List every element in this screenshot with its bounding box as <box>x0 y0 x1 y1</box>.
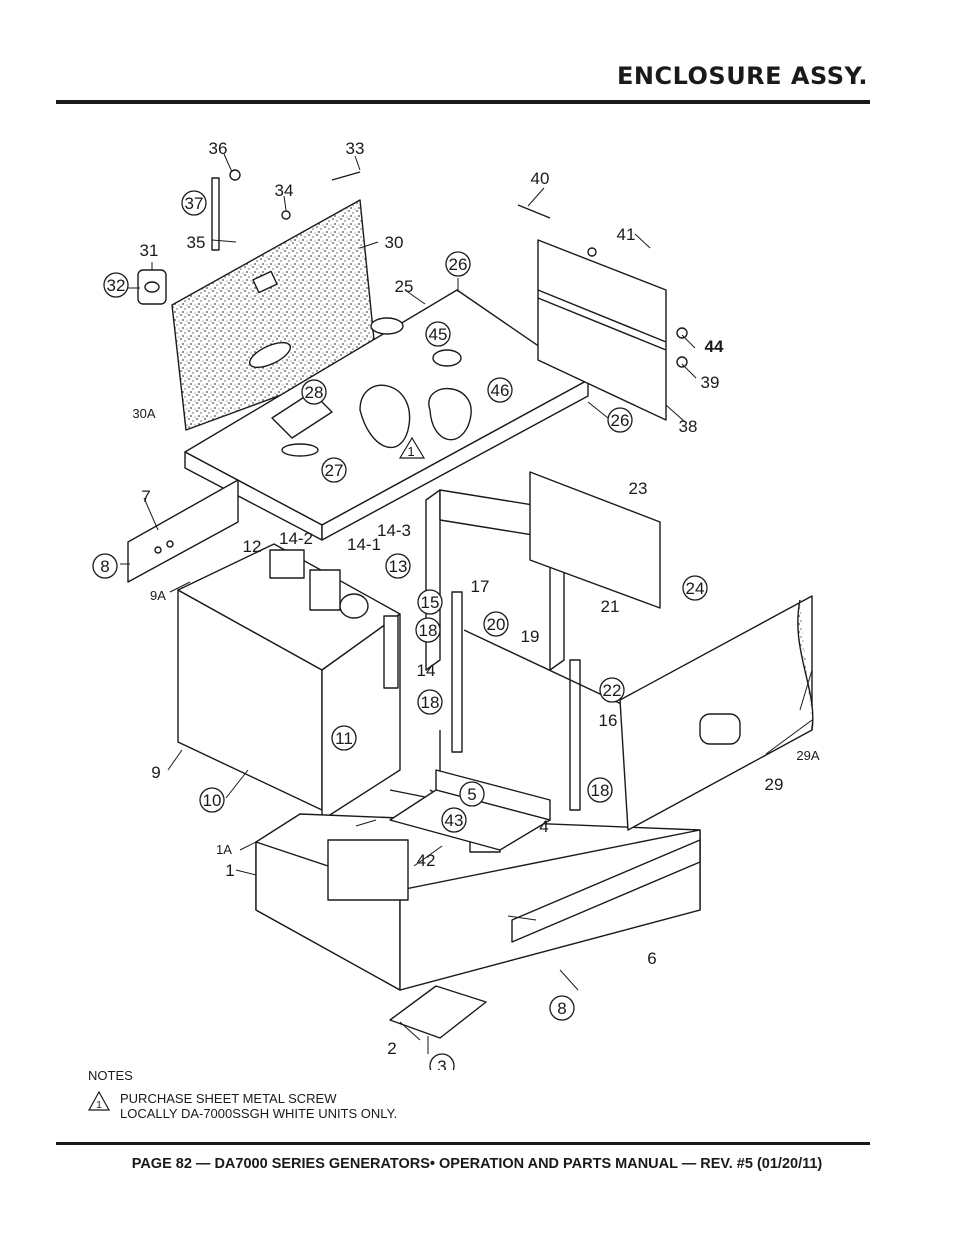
note-line: LOCALLY DA-7000SSGH WHITE UNITS ONLY. <box>120 1106 398 1121</box>
callout-label: 37 <box>185 194 204 213</box>
callout-label: 18 <box>591 781 610 800</box>
callout-label: 31 <box>140 241 159 260</box>
callout-label: 38 <box>679 417 698 436</box>
callout-label: 29 <box>765 775 784 794</box>
callout-label: 14-3 <box>377 521 411 540</box>
footer-divider <box>56 1142 870 1145</box>
callout-label: 14 <box>417 661 436 680</box>
callout-label: 12 <box>243 537 262 556</box>
callout-label: 24 <box>686 579 705 598</box>
callout-label: 26 <box>611 411 630 430</box>
callout-label: 8 <box>557 999 566 1018</box>
callout-label: 43 <box>445 811 464 830</box>
base-cover-plate <box>389 985 487 1039</box>
callout-label: 4 <box>539 817 548 836</box>
callout-label: 3 <box>437 1057 446 1070</box>
callout-label: 18 <box>419 621 438 640</box>
callout-label: 17 <box>471 577 490 596</box>
callout-label: 7 <box>141 487 150 506</box>
callout-label: 33 <box>346 139 365 158</box>
callout-label: 1A <box>216 842 232 857</box>
callout-label: 9 <box>151 763 160 782</box>
callout-label: 11 <box>335 729 353 748</box>
callout-label: 1 <box>225 861 234 880</box>
callout-label: 20 <box>487 615 506 634</box>
callout-label: 36 <box>209 139 228 158</box>
note-line: PURCHASE SHEET METAL SCREW <box>120 1091 337 1106</box>
callout-label: 16 <box>599 711 618 730</box>
callout-label: 6 <box>647 949 656 968</box>
callout-label: 44 <box>705 337 724 356</box>
callout-label: 14-2 <box>279 529 313 548</box>
callout-label: 5 <box>467 785 476 804</box>
side-door <box>619 595 813 831</box>
note-marker: 1 <box>96 1100 102 1111</box>
callout-label: 32 <box>107 276 126 295</box>
callout-label: 13 <box>389 557 408 576</box>
callout-label: 34 <box>275 181 294 200</box>
callout-label: 15 <box>421 593 440 612</box>
callout-label: 22 <box>603 681 622 700</box>
callout-label: 2 <box>387 1039 396 1058</box>
callout-label: 30 <box>385 233 404 252</box>
callout-label: 41 <box>617 225 636 244</box>
callout-label: 46 <box>491 381 510 400</box>
callout-label: 8 <box>100 557 109 576</box>
notes-section: NOTES 1 PURCHASE SHEET METAL SCREW LOCAL… <box>88 1068 688 1121</box>
callout-label: 30A <box>132 406 155 421</box>
rear-door-panel <box>537 239 667 421</box>
callout-label: 42 <box>417 851 436 870</box>
header-divider <box>56 100 870 104</box>
note-item: 1 PURCHASE SHEET METAL SCREW LOCALLY DA-… <box>88 1091 688 1121</box>
callout-label: 23 <box>629 479 648 498</box>
callout-label: 39 <box>701 373 720 392</box>
callout-label: 28 <box>305 383 324 402</box>
side-panel <box>529 471 661 609</box>
front-control-panel <box>127 479 239 583</box>
callout-label: 40 <box>531 169 550 188</box>
callout-label: 29A <box>796 748 819 763</box>
enclosure-exploded-diagram: 36 33 34 37 35 30 31 32 26 25 45 46 26 2… <box>60 130 880 1070</box>
callout-label: 45 <box>429 325 448 344</box>
callout-label: 9A <box>150 588 166 603</box>
warning-triangle-icon: 1 <box>88 1091 110 1111</box>
callout-label: 26 <box>449 255 468 274</box>
callout-label: 18 <box>421 693 440 712</box>
callout-label: 19 <box>521 627 540 646</box>
page-title: ENCLOSURE ASSY. <box>616 62 868 90</box>
callout-label: 27 <box>325 461 344 480</box>
callout-label: 10 <box>203 791 222 810</box>
page-footer: PAGE 82 — DA7000 SERIES GENERATORS• OPER… <box>131 1156 823 1172</box>
side-rail <box>511 839 701 943</box>
callout-label: 21 <box>601 597 620 616</box>
callout-label: 1 <box>407 444 414 459</box>
callout-label: 25 <box>395 277 414 296</box>
callout-label: 35 <box>187 233 206 252</box>
notes-heading: NOTES <box>88 1068 133 1083</box>
callout-label: 14-1 <box>347 535 381 554</box>
